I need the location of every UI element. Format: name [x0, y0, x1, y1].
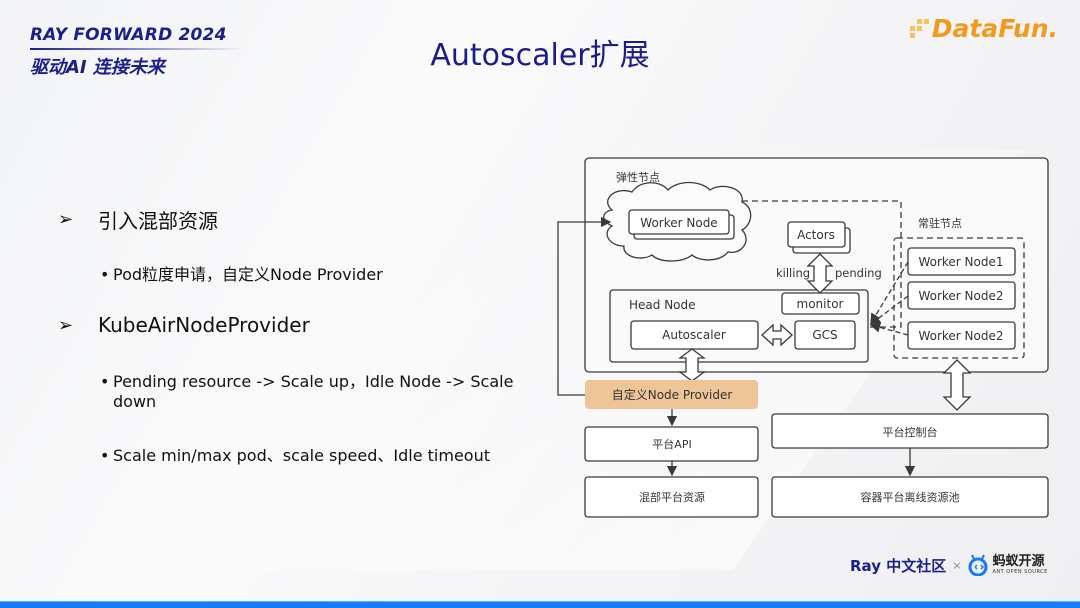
logo-text: DataFun.: [931, 14, 1058, 43]
bullet-item: ➢ 引入混部资源: [58, 205, 218, 234]
sub-bullet-item: •Pod粒度申请，自定义Node Provider: [100, 265, 383, 285]
sub-bullet-item: •Pending resource -> Scale up，Idle Node …: [100, 372, 540, 412]
resident-nodes-group: [893, 237, 1025, 359]
dot-bullet-icon: •: [100, 372, 110, 391]
resident-arrow-1: [870, 261, 909, 325]
arrow-bullet-icon: ➢: [58, 209, 74, 230]
autoscaler-label: Autoscaler: [662, 328, 726, 342]
datafun-logo: DataFun.: [909, 14, 1058, 43]
arrow-bullet-icon: ➢: [58, 314, 74, 336]
sub-bullet-text: Pod粒度申请，自定义Node Provider: [113, 265, 383, 284]
gcs-label: GCS: [812, 328, 837, 342]
ray-community-label: Ray 中文社区: [850, 556, 947, 575]
bottom-accent-bar: [0, 601, 1080, 608]
node-provider-label: 自定义Node Provider: [612, 387, 733, 402]
resident-node-2-label: Worker Node2: [918, 289, 1003, 303]
elastic-region-dashed: [742, 200, 902, 328]
resident-nodes-label: 常驻节点: [918, 216, 962, 230]
event-slogan: 驱动AI 连接未来: [30, 57, 165, 78]
resident-node-1-label: Worker Node1: [918, 255, 1003, 269]
actors-box: [787, 221, 846, 248]
autoscaler-box: [630, 320, 759, 350]
ant-logo-icon: [968, 554, 988, 576]
sub-bullet-item: •Scale min/max pod、scale speed、Idle time…: [100, 446, 490, 466]
sub-bullet-text: Scale min/max pod、scale speed、Idle timeo…: [113, 446, 490, 465]
autoscaler-gcs-arrow: [761, 323, 793, 347]
resident-node-2: [907, 281, 1016, 310]
ant-subtitle: ANT OPEN SOURCE: [992, 569, 1048, 575]
dot-bullet-icon: •: [100, 265, 110, 284]
platform-api-label: 平台API: [652, 437, 691, 451]
resident-console-arrow: [942, 359, 972, 411]
killing-label: killing: [776, 266, 810, 280]
bullet-text: 引入混部资源: [98, 209, 218, 233]
ant-open-source-logo: 蚂蚁开源 ANT OPEN SOURCE: [967, 554, 1047, 576]
provider-to-cloud-line: [557, 216, 612, 396]
sub-bullet-text-continued: down: [113, 392, 157, 411]
elastic-nodes-label: 弹性节点: [616, 170, 660, 184]
mixed-resources-box: [584, 476, 759, 518]
event-brand: RAY FORWARD 2024 驱动AI 连接未来: [30, 25, 245, 79]
container-pool-label: 容器平台离线资源池: [861, 490, 960, 504]
actors-label: Actors: [797, 228, 835, 242]
worker-node-label: Worker Node: [640, 216, 717, 230]
event-title: RAY FORWARD 2024: [30, 25, 227, 45]
sub-bullet-text: Pending resource -> Scale up，Idle Node -…: [113, 372, 514, 391]
resident-node-1: [907, 247, 1016, 276]
monitor-label: monitor: [797, 297, 844, 311]
brand-divider: [30, 48, 245, 50]
dot-bullet-icon: •: [100, 446, 110, 465]
platform-console-label: 平台控制台: [883, 425, 938, 439]
logo-dots-icon: [909, 19, 929, 38]
pending-label: pending: [835, 266, 882, 280]
worker-node-box: [628, 209, 730, 235]
mixed-resources-label: 混部平台资源: [639, 490, 705, 504]
container-pool-box: [771, 476, 1049, 518]
times-symbol: ×: [952, 558, 962, 572]
slide-title: Autoscaler扩展: [430, 38, 650, 73]
bullet-item: ➢ KubeAirNodeProvider: [58, 313, 310, 337]
node-provider-box: [585, 380, 758, 409]
resident-arrow-3: [869, 322, 909, 336]
gcs-box: [794, 320, 856, 350]
actors-monitor-arrow: [806, 253, 834, 294]
resident-node-3-label: Worker Node2: [918, 329, 1003, 343]
bullet-text: KubeAirNodeProvider: [98, 313, 310, 337]
head-node-label: Head Node: [629, 298, 696, 312]
resident-node-3: [907, 321, 1016, 350]
ant-name: 蚂蚁开源: [992, 554, 1045, 569]
footer-brand: Ray 中文社区 × 蚂蚁开源 ANT OPEN SOURCE: [850, 554, 1048, 576]
